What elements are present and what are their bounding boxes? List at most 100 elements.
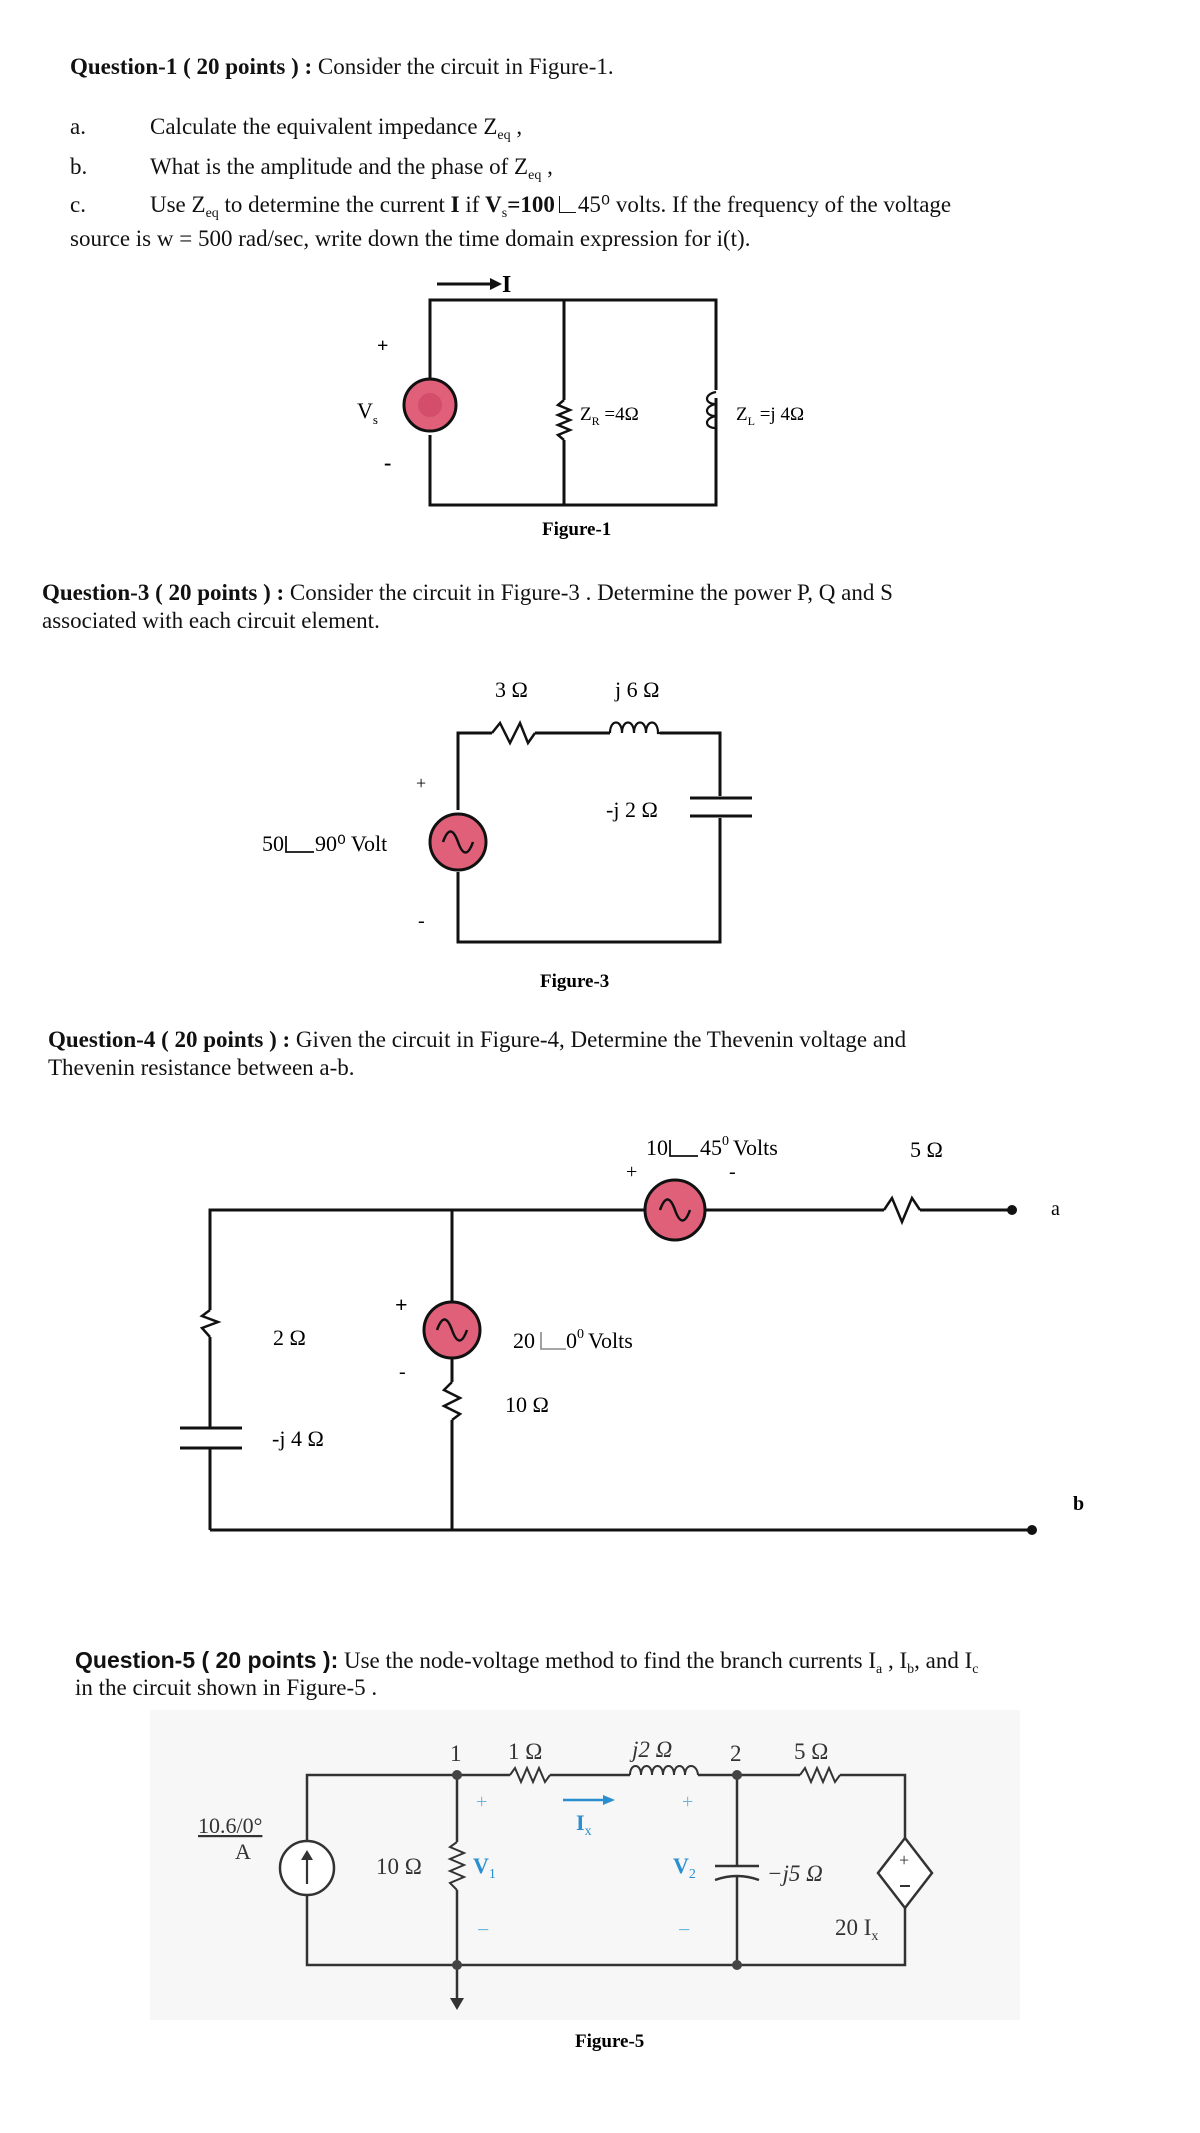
figure-5-dep-plus: +	[899, 1850, 909, 1870]
figure-3-resistor	[491, 719, 537, 746]
q5-and: , and I	[914, 1648, 973, 1673]
figure-5-resistor-1	[509, 1765, 551, 1785]
figure-5-wires	[305, 1773, 907, 2000]
figure-5-dependent-source	[876, 1835, 934, 1911]
q1-c-text1: Use Z	[150, 192, 206, 217]
q1-c-line2: source is w = 500 rad/sec, write down th…	[70, 226, 751, 251]
figure-1-minus: -	[384, 450, 391, 475]
figure-4-src2-plus: +	[395, 1292, 408, 1317]
figure-5-v1-label: V1	[473, 1853, 496, 1882]
q1-c-sub: eq	[205, 206, 219, 221]
q4-line-1: Question-4 ( 20 points ) : Given the cir…	[48, 1025, 1138, 1055]
figure-3-sine-icon	[441, 830, 475, 854]
figure-5-isrc-unit: A	[235, 1839, 251, 1864]
figure-3-angle-symbol	[285, 836, 314, 853]
figure-3-r-label: 3 Ω	[495, 677, 528, 702]
figure-4-terminal-b	[1027, 1525, 1037, 1535]
figure-1-current-label: I	[502, 272, 511, 298]
figure-1-caption: Figure-1	[542, 519, 611, 540]
q1-b-text: What is the amplitude and the phase of Z	[150, 154, 529, 179]
figure-4-node-b: b	[1073, 1493, 1084, 1515]
figure-3-source-mag: 50	[262, 831, 284, 856]
figure-5-cap-label: −j5 Ω	[767, 1861, 823, 1886]
figure-4-src1-minus: -	[729, 1161, 736, 1183]
q5-sub-a: a	[876, 1662, 883, 1677]
figure-5-r10-label: 10 Ω	[376, 1854, 422, 1879]
q3-text-1: Consider the circuit in Figure-3 . Deter…	[289, 580, 893, 605]
q1-c-vs-value: =100	[507, 192, 555, 217]
figure-4-src2-mag: 20	[513, 1328, 535, 1353]
figure-1-zl-label: ZL =j 4Ω	[736, 404, 804, 428]
q4-heading: Question-4 ( 20 points ) :	[48, 1027, 291, 1052]
q5-text-2: in the circuit shown in Figure-5 .	[75, 1675, 378, 1700]
q1-a-comma: ,	[510, 114, 523, 139]
figure-4-capacitor	[180, 1426, 242, 1450]
q3-line-1: Question-3 ( 20 points ) : Consider the …	[42, 578, 1132, 608]
figure-5-v2-minus: −	[678, 1917, 690, 1942]
q1-b-marker: b.	[70, 154, 88, 179]
q1-c-bold-i: I	[450, 192, 460, 217]
figure-4-source-1-sine-icon	[658, 1198, 692, 1222]
figure-4-src2-angle-symbol	[540, 1332, 566, 1350]
q5-sub-b: b	[907, 1662, 915, 1677]
figure-5-v1-plus: +	[476, 1791, 487, 1813]
q1-a-text: Calculate the equivalent impedance Z	[150, 114, 498, 139]
figure-5-resistor-5	[799, 1765, 841, 1785]
figure-5-capacitor	[714, 1864, 760, 1882]
figure-4-terminal-a	[1007, 1205, 1017, 1215]
angle-symbol	[558, 196, 576, 213]
q3-heading: Question-3 ( 20 points ) :	[42, 580, 285, 605]
q1-c-vs-sub: s	[501, 206, 508, 221]
figure-5-node-2-label: 2	[730, 1741, 742, 1766]
figure-4-r2-label: 2 Ω	[273, 1325, 306, 1350]
q5-sep: , I	[882, 1648, 908, 1673]
figure-4-resistor-10	[441, 1381, 463, 1421]
q1-intro-line: Question-1 ( 20 points ) : Consider the …	[70, 52, 1130, 82]
figure-5-v2-label: V2	[673, 1853, 696, 1882]
figure-5-current-source-arrow-icon	[301, 1850, 313, 1884]
figure-1-inductor	[705, 390, 719, 430]
figure-5-current-ix-arrow	[563, 1795, 615, 1805]
q4-text-2: Thevenin resistance between a-b.	[48, 1055, 355, 1080]
figure-4-source-2-sine-icon	[435, 1318, 469, 1342]
q1-intro: Consider the circuit in Figure-1.	[317, 54, 614, 79]
figure-5-ground-arrow	[450, 1998, 464, 2010]
q5-line-1: Question-5 ( 20 points ): Use the node-v…	[75, 1645, 1165, 1685]
figure-3-l-label: j 6 Ω	[614, 677, 659, 702]
q5-heading: Question-5 ( 20 points ):	[75, 1647, 339, 1673]
figure-1-source-shading	[418, 393, 442, 417]
figure-3-source-angle: 90⁰ Volt	[315, 831, 387, 856]
figure-5-isrc-value: 10.6/0°	[198, 1813, 262, 1838]
figure-3-inductor	[608, 721, 660, 735]
figure-3-caption: Figure-3	[540, 971, 609, 992]
figure-3-plus: +	[416, 773, 426, 793]
figure-5-node-1-label: 1	[450, 1741, 462, 1766]
q1-c-text4: volts. If the frequency of the voltage	[610, 192, 952, 217]
q5-text-1: Use the node-voltage method to find the …	[343, 1648, 877, 1673]
figure-5-ix-label: Ix	[576, 1810, 592, 1839]
figure-3-capacitor	[690, 796, 752, 818]
figure-1-resistor	[554, 399, 574, 441]
figure-5-node-1-dot	[452, 1770, 462, 1780]
figure-4-cap-label: -j 4 Ω	[272, 1426, 324, 1451]
figure-5-bottom-dot-2	[732, 1960, 742, 1970]
figure-5-r1-label: 1 Ω	[508, 1739, 542, 1764]
figure-1-current-arrow	[437, 278, 502, 290]
figure-5-r5-label: 5 Ω	[794, 1739, 828, 1764]
q5-sub-c: c	[972, 1662, 979, 1677]
figure-4-resistor-5	[882, 1195, 922, 1226]
q1-item-b: b. What is the amplitude and the phase o…	[70, 152, 1130, 183]
figure-5-bottom-dot-1	[452, 1960, 462, 1970]
q1-a-marker: a.	[70, 114, 86, 139]
figure-5-v1-minus: −	[477, 1917, 489, 1942]
figure-3-minus: -	[418, 910, 425, 932]
q1-heading: Question-1 ( 20 points ) :	[70, 54, 313, 79]
q1-b-sub: eq	[528, 168, 542, 183]
figure-5-l-label: j2 Ω	[629, 1737, 672, 1762]
q4-text-1: Given the circuit in Figure-4, Determine…	[295, 1027, 907, 1052]
